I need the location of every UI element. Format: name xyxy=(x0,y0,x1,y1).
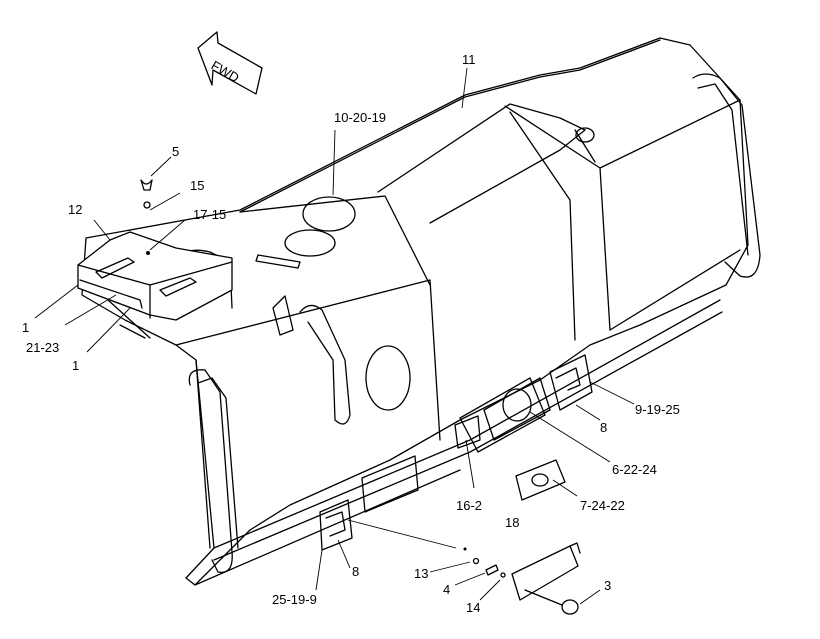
callout-21-23: 21-23 xyxy=(26,340,59,355)
fwd-arrow-icon: FWD xyxy=(197,31,263,95)
hardware-parts xyxy=(140,179,506,578)
callout-4: 4 xyxy=(443,582,450,597)
callout-1-upper: 1 xyxy=(22,320,29,335)
callout-14: 14 xyxy=(466,600,480,615)
callout-13: 13 xyxy=(414,566,428,581)
battery-box xyxy=(77,231,233,339)
grab-handles xyxy=(175,73,761,573)
callout-7-24-22: 7-24-22 xyxy=(580,498,625,513)
leader-lines xyxy=(34,67,635,605)
callout-9-19-25: 9-19-25 xyxy=(635,402,680,417)
callout-8-left: 8 xyxy=(352,564,359,579)
callout-8-right: 8 xyxy=(600,420,607,435)
callout-11: 11 xyxy=(462,52,476,67)
fwd-label: FWD xyxy=(209,58,242,86)
callout-18: 18 xyxy=(505,515,519,530)
callout-labels: 11 10-20-19 5 15 12 17-15 1 21-23 1 9-19… xyxy=(22,52,680,615)
access-covers xyxy=(319,354,593,615)
callout-3: 3 xyxy=(604,578,611,593)
callout-17-15: 17-15 xyxy=(193,207,226,222)
main-enclosure xyxy=(81,37,749,586)
callout-12: 12 xyxy=(68,202,82,217)
callout-10-20-19: 10-20-19 xyxy=(334,110,386,125)
callout-6-22-24: 6-22-24 xyxy=(612,462,657,477)
callout-15: 15 xyxy=(190,178,204,193)
callout-25-19-9: 25-19-9 xyxy=(272,592,317,607)
callout-1-lower: 1 xyxy=(72,358,79,373)
callout-16-2: 16-2 xyxy=(456,498,482,513)
callout-5: 5 xyxy=(172,144,179,159)
